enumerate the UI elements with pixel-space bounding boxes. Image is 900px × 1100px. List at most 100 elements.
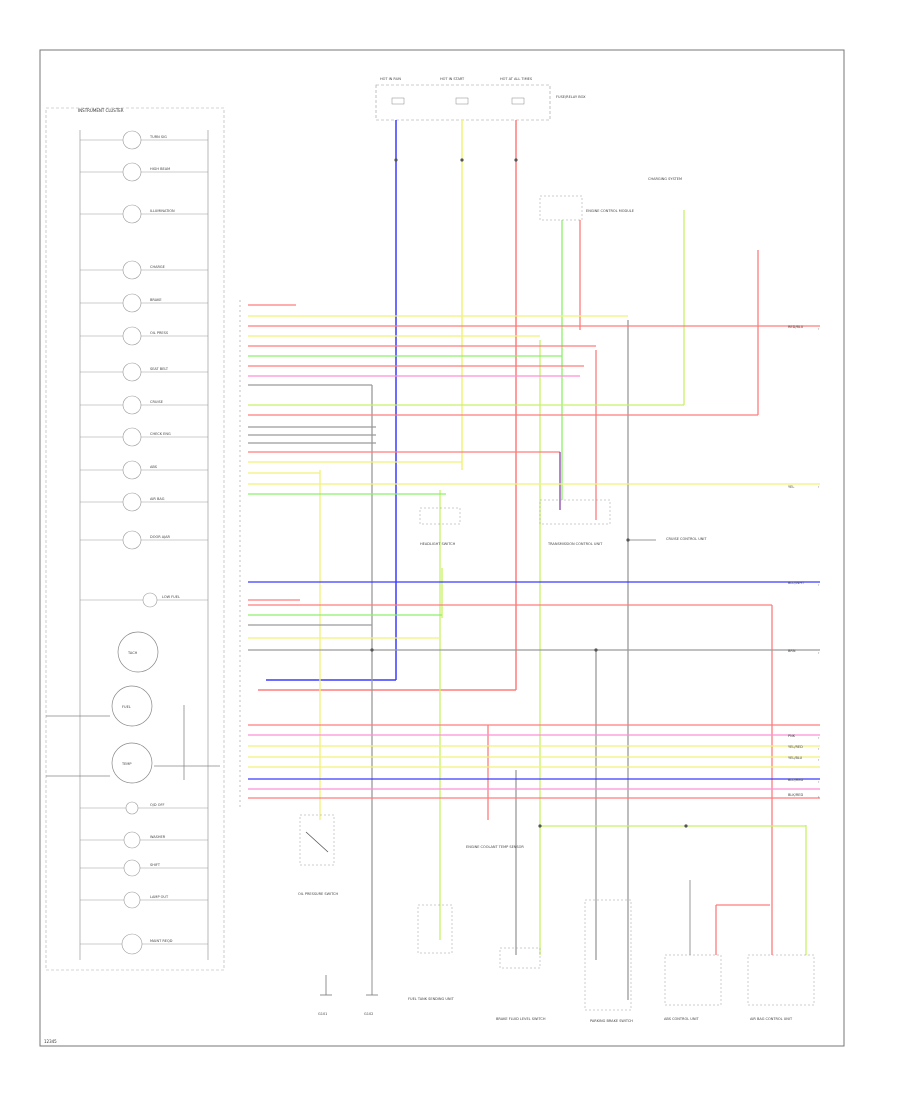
cluster-indicator: ILLUMINATION	[80, 204, 208, 224]
gauge-label: TEMP	[121, 762, 131, 766]
right-arrow: BLK/RED ›	[788, 793, 820, 799]
right-arrow: RED/BLU ›	[788, 325, 820, 331]
component-label: ENGINE CONTROL MODULE	[586, 209, 634, 213]
component-label: CRUISE CONTROL UNIT	[666, 537, 707, 541]
indicator-label: LAMP OUT	[150, 895, 169, 899]
cluster-indicator: CHARGE	[80, 260, 208, 280]
indicator-label: ABS	[150, 465, 158, 469]
right-arrow: YEL/BLU ›	[788, 756, 820, 762]
svg-text:›: ›	[818, 736, 820, 740]
component-label: HEADLIGHT SWITCH	[420, 542, 456, 546]
wire-label: RED/BLU	[788, 325, 804, 329]
component: CRUISE CONTROL UNIT	[666, 537, 707, 541]
component: TRANSMISSION CONTROL UNIT	[539, 499, 611, 546]
cluster-indicator: MAINT REQD	[80, 933, 208, 955]
component-label: CHARGING SYSTEM	[648, 177, 682, 181]
indicator-label: HIGH BEAM	[150, 167, 170, 171]
svg-text:›: ›	[818, 327, 820, 331]
wire-label: BLU/RED	[788, 778, 804, 782]
component: CHARGING SYSTEM	[648, 177, 682, 181]
ground-label: G101	[318, 1012, 327, 1016]
gauge: FUEL	[111, 685, 153, 727]
indicator-label: AIR BAG	[150, 497, 165, 501]
svg-text:›: ›	[818, 795, 820, 799]
vertical-wires	[258, 120, 807, 1000]
indicator-label: MAINT REQD	[150, 939, 173, 943]
component-label: PARKING BRAKE SWITCH	[590, 1019, 633, 1023]
component: BRAKE FLUID LEVEL SWITCH	[496, 947, 546, 1021]
indicator-label: CRUISE	[150, 400, 163, 404]
component: HEADLIGHT SWITCH	[419, 507, 461, 546]
horizontal-wires	[248, 304, 820, 827]
indicator-label: ILLUMINATION	[150, 209, 175, 213]
indicator-label: SHIFT	[150, 863, 161, 867]
cluster-title: INSTRUMENT CLUSTER	[78, 108, 124, 113]
footer-code: 12345	[44, 1039, 57, 1044]
cluster-indicator: DOOR AJAR	[80, 530, 208, 550]
indicator-label: O/D OFF	[150, 803, 165, 807]
wire-label: PNK	[788, 734, 796, 738]
cluster-indicator: ABS	[80, 460, 208, 480]
cluster-indicator: SHIFT	[80, 859, 208, 877]
cluster-indicator: LOW FUEL	[80, 592, 208, 608]
cluster-indicator: TURN SIG	[80, 130, 208, 150]
cluster-indicator: O/D OFF	[80, 801, 208, 815]
fuse-label: HOT IN RUN	[380, 77, 401, 81]
component-label: ABS CONTROL UNIT	[664, 1017, 699, 1021]
right-arrow: YEL ›	[788, 485, 820, 489]
fuse-label: HOT AT ALL TIMES	[500, 77, 533, 81]
cluster-indicator: HIGH BEAM	[80, 162, 208, 182]
component-label: BRAKE FLUID LEVEL SWITCH	[496, 1017, 546, 1021]
wire-label: YEL	[788, 485, 794, 489]
wire-label: BLK/RED	[788, 793, 803, 797]
indicator-label: WASHER	[150, 835, 166, 839]
right-arrow: BLU/RED ›	[788, 778, 820, 784]
svg-text:›: ›	[818, 747, 820, 751]
component: ENGINE COOLANT TEMP SENSOR	[466, 845, 524, 849]
right-arrow: YEL/RED ›	[788, 745, 820, 751]
gauge: TACH	[117, 631, 159, 673]
component: OIL PRESSURE SWITCH	[298, 814, 338, 896]
indicator-label: OIL PRESS	[150, 331, 169, 335]
cluster-indicator: BRAKE	[80, 293, 208, 313]
component-label: AIR BAG CONTROL UNIT	[750, 1017, 793, 1021]
component-label: FUEL TANK SENDING UNIT	[408, 997, 455, 1001]
svg-text:›: ›	[818, 485, 820, 489]
cluster-indicator: CRUISE	[80, 395, 208, 415]
svg-text:›: ›	[818, 758, 820, 762]
fuse-label: HOT IN START	[440, 77, 465, 81]
cluster-indicator: LAMP OUT	[80, 891, 208, 909]
fuse-block-label: FUSE/RELAY BOX	[556, 95, 586, 99]
wire-label: BRN	[788, 649, 796, 653]
cluster-indicator: SEAT BELT	[80, 362, 208, 382]
cluster-indicator: WASHER	[80, 831, 208, 849]
cluster-indicator: CHECK ENG	[80, 427, 208, 447]
component: PARKING BRAKE SWITCH	[584, 899, 633, 1023]
fuse-block: HOT IN RUN HOT IN START HOT AT ALL TIMES…	[375, 77, 586, 121]
indicator-label: BRAKE	[150, 298, 162, 302]
cluster-indicator: AIR BAG	[80, 492, 208, 512]
indicator-label: TURN SIG	[149, 135, 167, 139]
component: ENGINE CONTROL MODULE	[539, 195, 634, 221]
diagram-border	[39, 49, 845, 1047]
component-label: ENGINE COOLANT TEMP SENSOR	[466, 845, 524, 849]
splice-points	[370, 158, 688, 828]
ground: G102	[364, 960, 378, 1016]
indicator-label: LOW FUEL	[162, 595, 180, 599]
right-arrow: BRN ›	[788, 649, 820, 655]
indicator-label: SEAT BELT	[150, 367, 169, 371]
indicator-label: DOOR AJAR	[150, 535, 171, 539]
indicator-label: CHARGE	[150, 265, 165, 269]
component: ABS CONTROL UNIT	[664, 954, 722, 1021]
wire-label: BLU/WHT	[788, 581, 805, 585]
component: AIR BAG CONTROL UNIT	[747, 954, 815, 1021]
component-label: TRANSMISSION CONTROL UNIT	[547, 542, 603, 546]
indicator-label: CHECK ENG	[150, 432, 171, 436]
right-arrow: BLU/WHT ›	[788, 581, 820, 587]
wire-label: YEL/BLU	[788, 756, 803, 760]
ground-label: G102	[364, 1012, 373, 1016]
component: FUEL TANK SENDING UNIT	[408, 904, 455, 1001]
gauge-label: FUEL	[122, 705, 131, 709]
